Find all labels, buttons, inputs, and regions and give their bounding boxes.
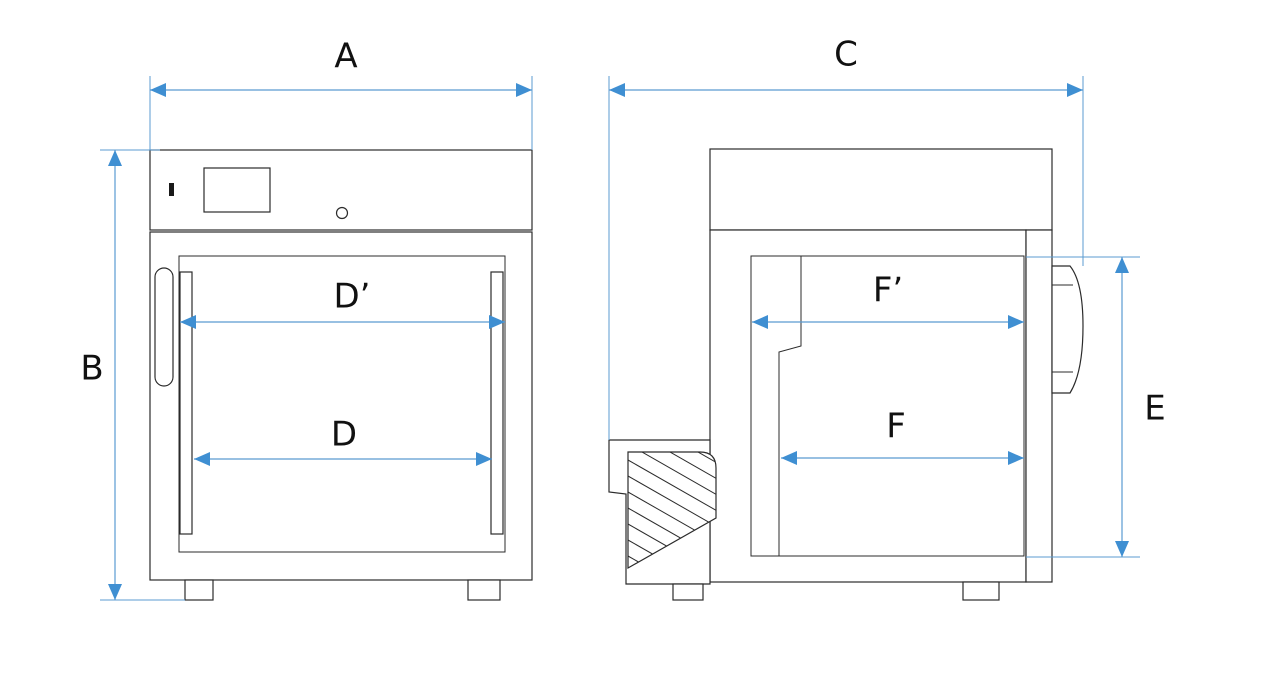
arrow-head [781, 451, 797, 465]
label-A: A [334, 37, 357, 77]
front-view [149, 149, 533, 601]
right-shelf-rail [490, 271, 504, 535]
front-display-screen [203, 167, 271, 213]
arrow-head [476, 452, 492, 466]
label-F-prime: F’ [873, 271, 903, 311]
label-B: B [80, 349, 103, 389]
side-view [608, 148, 1084, 601]
interior-step-profile [778, 256, 802, 556]
arrow-head [108, 150, 122, 166]
arrow-head [150, 83, 166, 97]
side-door-edge [1025, 229, 1053, 583]
rear-fan-housing [627, 451, 717, 570]
side-top-panel [709, 148, 1053, 231]
arrow-head [489, 315, 505, 329]
label-D-prime: D’ [334, 277, 371, 317]
side-rear-foot [672, 583, 704, 601]
arrow-head [516, 83, 532, 97]
arrow-head [180, 315, 196, 329]
door-glass-window [178, 255, 506, 553]
label-E: E [1144, 389, 1165, 429]
side-front-foot [962, 581, 1000, 601]
door-handle [154, 267, 174, 387]
front-left-foot [184, 579, 214, 601]
power-switch-icon [169, 183, 174, 196]
label-D: D [331, 415, 357, 455]
dimension-labels: A B D’ D C F’ F E [80, 35, 1165, 455]
left-shelf-rail [179, 271, 193, 535]
arrow-head [609, 83, 625, 97]
dimension-lines [100, 76, 1140, 601]
arrow-head [1008, 315, 1024, 329]
label-C: C [834, 35, 858, 75]
arrow-head [194, 452, 210, 466]
side-interior-chamber [750, 255, 1025, 557]
front-door-body [149, 231, 533, 581]
front-right-foot [467, 579, 501, 601]
arrow-head [752, 315, 768, 329]
arrow-head [1115, 257, 1129, 273]
side-door-handle [1051, 265, 1084, 394]
side-body [709, 229, 1027, 583]
arrow-head [1115, 541, 1129, 557]
arrow-head [108, 584, 122, 600]
arrow-head [1008, 451, 1024, 465]
arrow-head [1067, 83, 1083, 97]
knob-icon [335, 206, 349, 220]
label-F: F [886, 407, 906, 447]
